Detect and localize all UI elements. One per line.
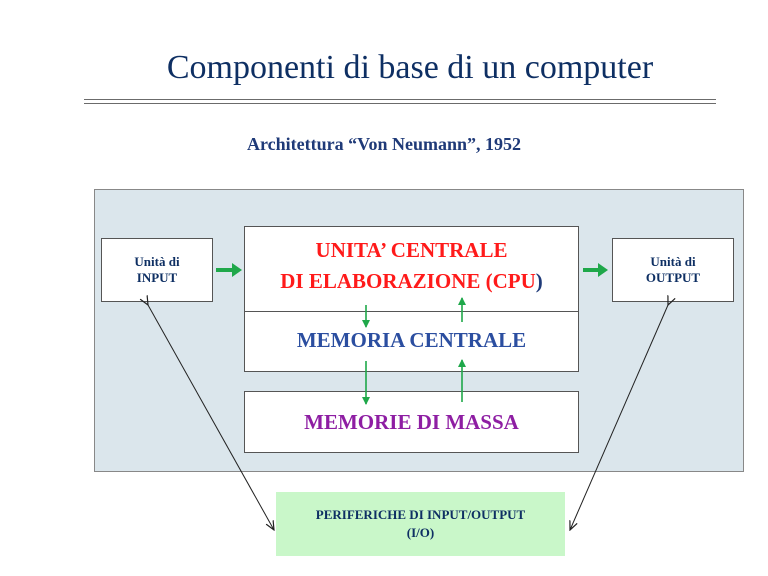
cpu-memory-divider bbox=[244, 311, 579, 312]
input-unit-label-2: INPUT bbox=[136, 270, 178, 285]
io-peripherals-label-1: PERIFERICHE DI INPUT/OUTPUT bbox=[315, 507, 526, 522]
mass-storage-label: MEMORIE DI MASSA bbox=[304, 409, 519, 434]
output-unit-label-2: OUTPUT bbox=[645, 270, 701, 285]
cpu-label-line2: DI ELABORAZIONE (CPU) bbox=[244, 269, 579, 294]
mass-storage-box: MEMORIE DI MASSA bbox=[244, 391, 579, 453]
cpu-memory-box bbox=[244, 226, 579, 372]
output-unit-label-1: Unità di bbox=[650, 254, 696, 269]
diagram-subtitle: Architettura “Von Neumann”, 1952 bbox=[246, 134, 521, 154]
io-peripherals-label-2: (I/O) bbox=[406, 525, 435, 540]
cpu-label-line1: UNITA’ CENTRALE bbox=[315, 238, 508, 262]
title-rule-top bbox=[84, 99, 716, 100]
io-peripherals-box: PERIFERICHE DI INPUT/OUTPUT (I/O) bbox=[276, 492, 565, 556]
title-rule-bottom bbox=[84, 103, 716, 104]
input-unit-label-1: Unità di bbox=[134, 254, 180, 269]
input-unit-box: Unità di INPUT bbox=[101, 238, 213, 302]
cpu-label-line2-paren: ) bbox=[535, 269, 543, 293]
slide-title: Componenti di base di un computer bbox=[166, 49, 654, 86]
cpu-label-line2-main: DI ELABORAZIONE (CPU bbox=[280, 269, 536, 293]
output-unit-box: Unità di OUTPUT bbox=[612, 238, 734, 302]
main-memory-label: MEMORIA CENTRALE bbox=[296, 328, 527, 352]
